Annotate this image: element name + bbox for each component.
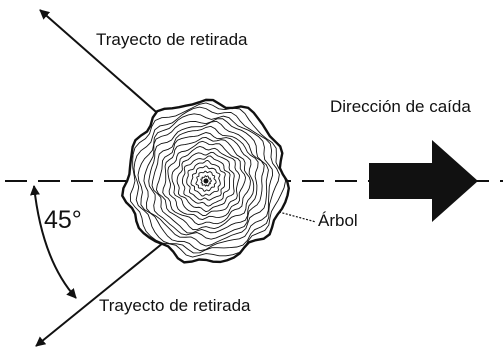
tree-growth-ring	[176, 151, 235, 213]
tree-pith	[203, 178, 209, 184]
angle-label: 45°	[44, 206, 82, 234]
tree-growth-ring	[190, 165, 221, 197]
tree-growth-ring	[151, 125, 259, 234]
angle-arc-45	[29, 185, 77, 299]
retreat-path-arrow-top	[39, 9, 164, 119]
tree-growth-ring	[129, 102, 286, 258]
tree-growth-ring	[195, 170, 217, 192]
tree-growth-ring	[200, 175, 212, 187]
tree-growth-ring	[137, 113, 274, 252]
tree-growth-ring	[181, 155, 231, 207]
tree-stump-rings-icon	[121, 98, 291, 264]
tree-growth-ring	[143, 118, 269, 247]
fall-direction-arrow-icon	[369, 140, 478, 222]
tree-growth-ring	[162, 137, 251, 226]
tree-growth-ring	[155, 132, 255, 231]
retreat-path-top-label: Trayecto de retirada	[96, 30, 248, 49]
tree-growth-ring	[186, 159, 226, 201]
fall-direction-label: Dirección de caída	[330, 97, 471, 116]
tree-growth-ring	[171, 146, 240, 217]
tree-label: Árbol	[318, 211, 358, 230]
retreat-path-arrow-bottom	[35, 242, 164, 347]
tree-growth-ring	[133, 106, 280, 254]
retreat-path-bottom-label: Trayecto de retirada	[99, 296, 251, 315]
tree-growth-ring	[167, 140, 247, 221]
tree-growth-ring	[148, 120, 265, 240]
tree-leader-line	[278, 211, 317, 223]
